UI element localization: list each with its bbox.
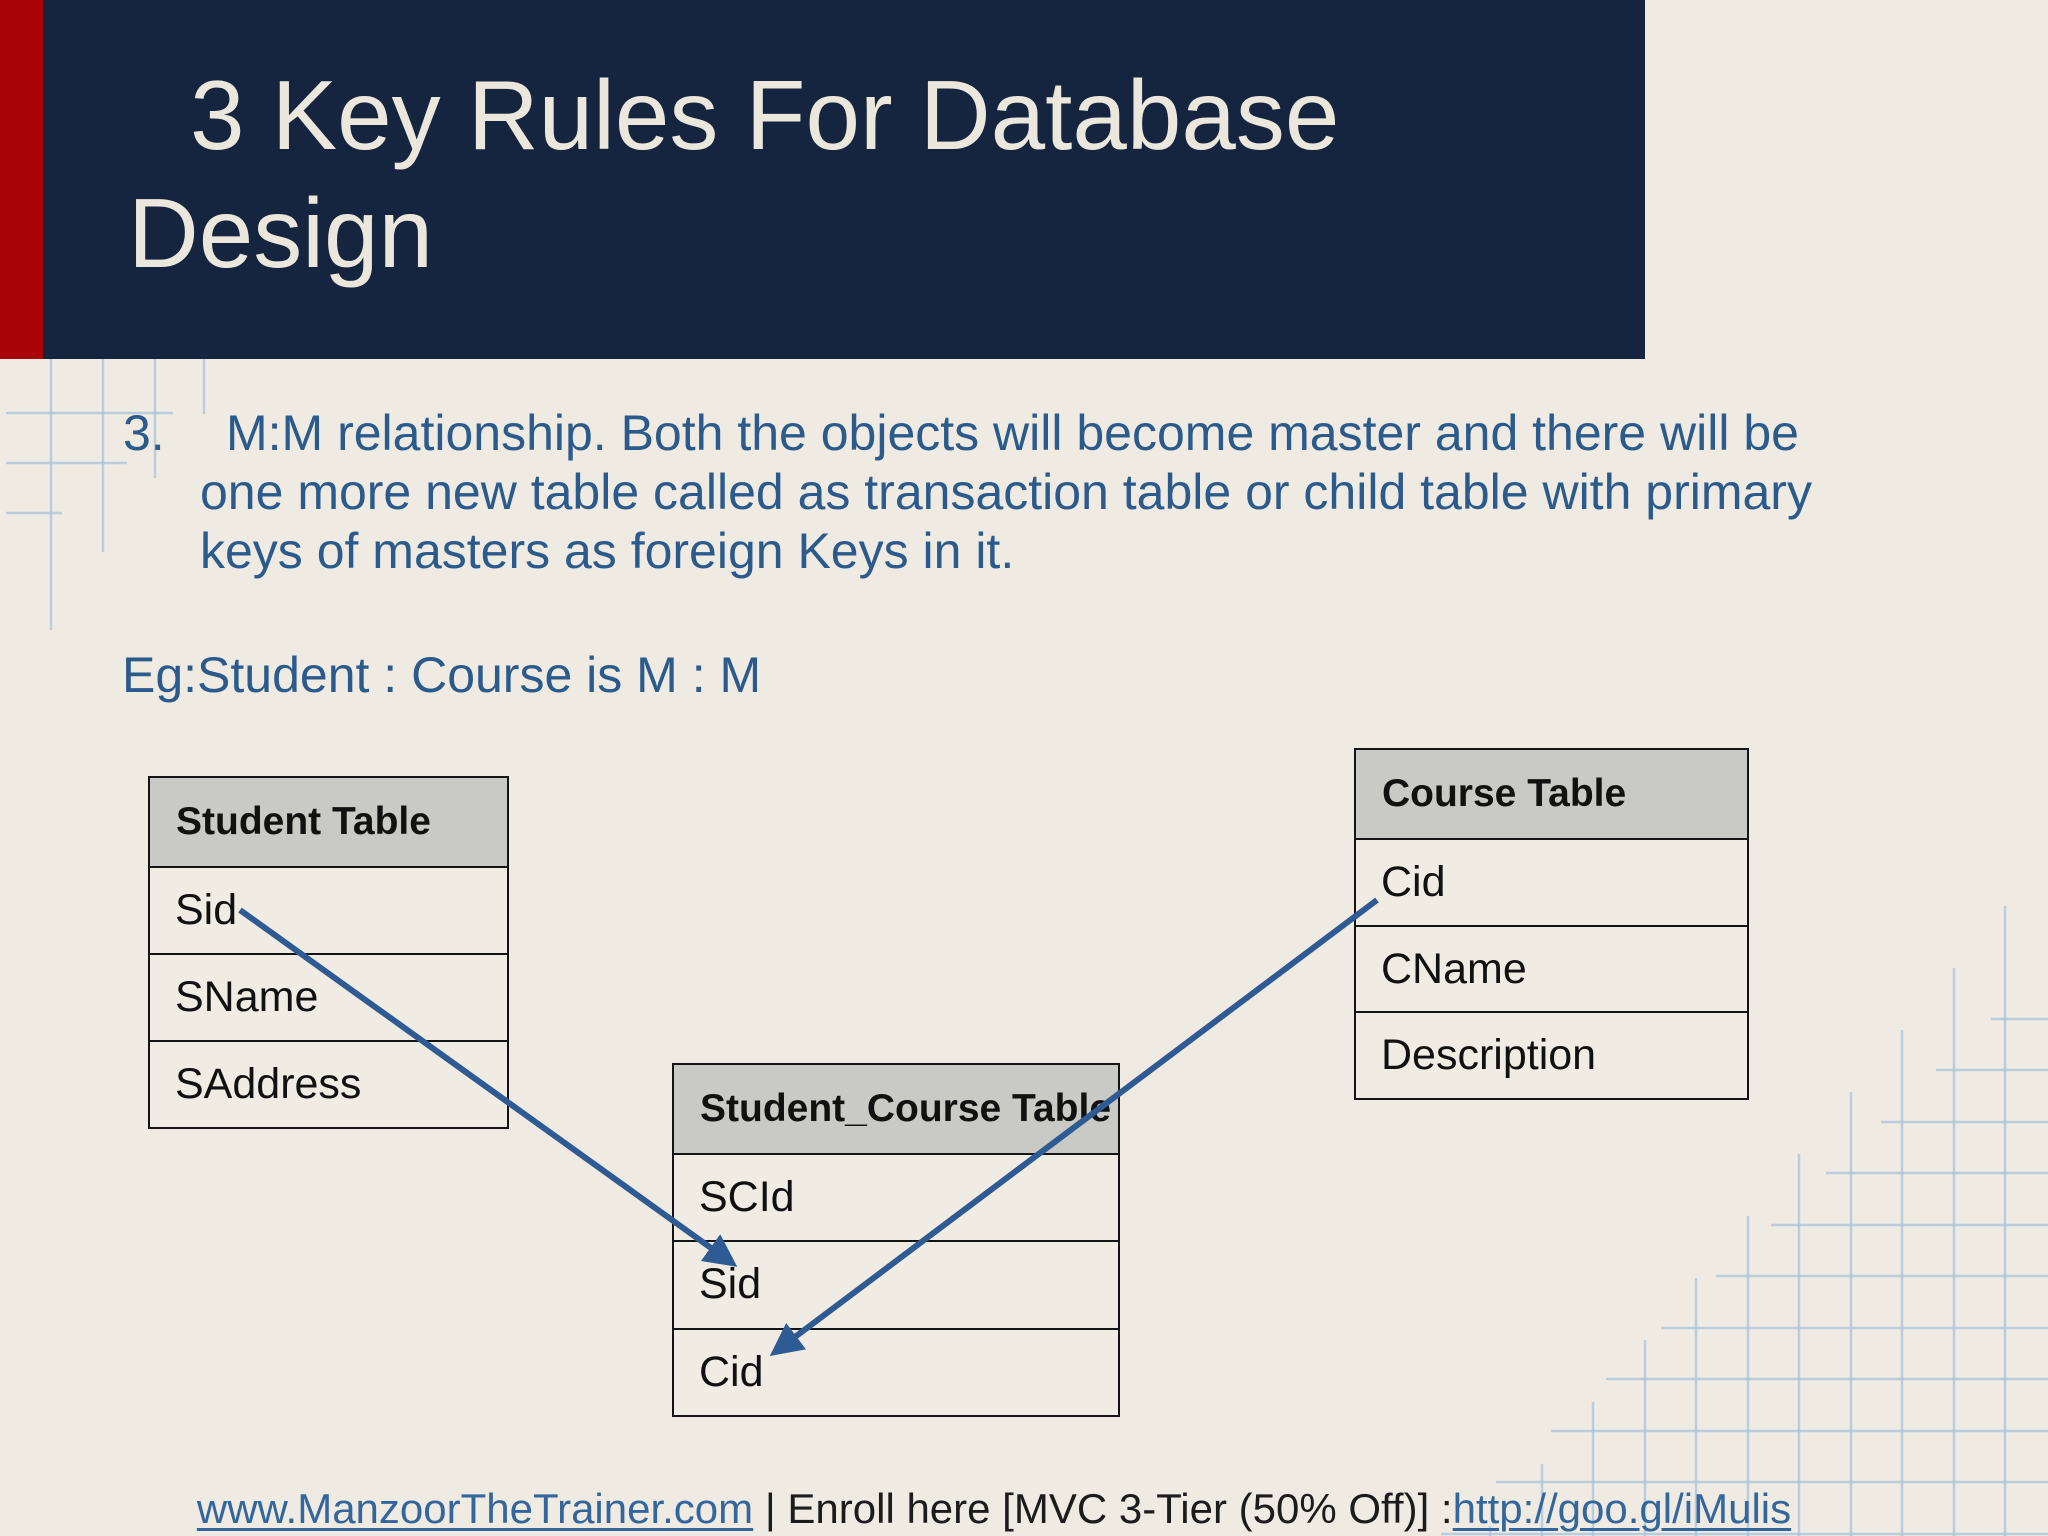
student-course-table-row-scid: SCId — [674, 1153, 1118, 1240]
rule-3-line-3: keys of masters as foreign Keys in it. — [200, 523, 1015, 579]
course-table-row-cid: Cid — [1356, 838, 1747, 925]
course-table-row-description: Description — [1356, 1011, 1747, 1098]
footer-site-link[interactable]: www.ManzoorTheTrainer.com — [196, 1484, 754, 1532]
course-table-title: Course Table — [1356, 750, 1747, 838]
footer: www.ManzoorTheTrainer.com | Enroll here … — [0, 1484, 2018, 1534]
list-number: 3. — [123, 405, 165, 461]
student-table-row-sid: Sid — [150, 866, 507, 953]
student-table-row-sname: SName — [150, 953, 507, 1040]
student-course-table-row-cid: Cid — [674, 1327, 1118, 1415]
course-table: Course Table Cid CName Description — [1354, 748, 1749, 1100]
course-table-row-cname: CName — [1356, 924, 1747, 1012]
example-text: Eg:Student : Course is M : M — [122, 647, 762, 703]
rule-3-line-2: one more new table called as transaction… — [200, 464, 1812, 520]
rule-3-paragraph: 3. M:M relationship. Both the objects wi… — [0, 404, 1812, 581]
red-accent-bar — [0, 0, 43, 359]
slide-title: 3 Key Rules For Database Design — [128, 56, 1339, 292]
footer-enroll-link[interactable]: http://goo.gl/iMulis — [1452, 1484, 1792, 1532]
slide-title-line2: Design — [128, 178, 434, 288]
slide-title-line1: 3 Key Rules For Database — [190, 60, 1340, 170]
student-table-title: Student Table — [150, 778, 507, 866]
student-course-table-title: Student_Course Table — [674, 1065, 1118, 1153]
rule-3-line-1: M:M relationship. Both the objects will … — [226, 405, 1799, 461]
title-bar: 3 Key Rules For Database Design — [0, 0, 1645, 359]
student-course-table-row-sid: Sid — [674, 1240, 1118, 1327]
student-course-table: Student_Course Table SCId Sid Cid — [672, 1063, 1120, 1417]
student-table: Student Table Sid SName SAddress — [148, 776, 509, 1129]
footer-middle-text: | Enroll here [MVC 3-Tier (50% Off)] : — [753, 1484, 1453, 1532]
student-table-row-saddress: SAddress — [150, 1040, 507, 1127]
